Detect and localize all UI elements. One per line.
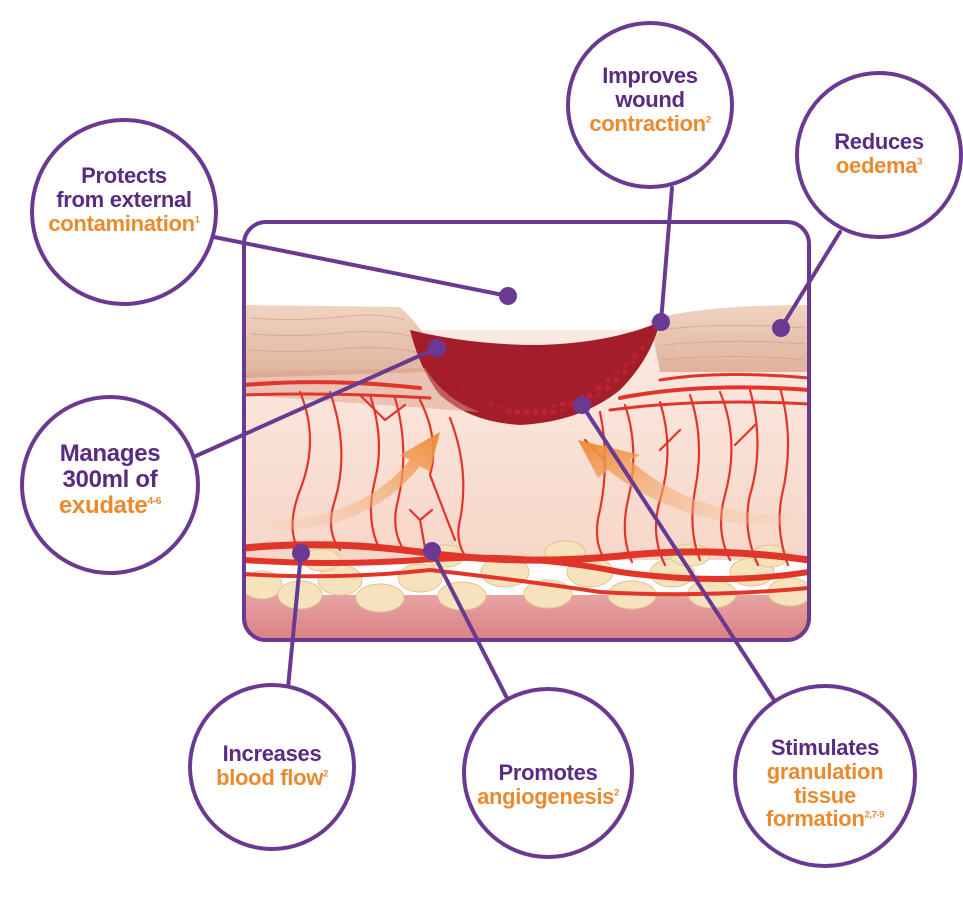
exudate-highlight-wrap: exudate4-6	[30, 493, 190, 519]
callout-bloodflow: Increases blood flow2	[196, 742, 348, 790]
granulation-highlight-wrap: formation2,7-9	[745, 807, 905, 831]
contamination-line2: from external	[34, 188, 214, 212]
callout-contraction: Improves wound contraction2	[574, 64, 726, 135]
exudate-line1: Manages	[30, 441, 190, 467]
exudate-highlight: exudate	[59, 492, 148, 519]
contraction-point-icon	[652, 313, 670, 331]
callout-oedema: Reduces oedema3	[805, 130, 953, 178]
oedema-highlight-wrap: oedema3	[805, 154, 953, 178]
contraction-line1: Improves	[574, 64, 726, 88]
callout-granulation: Stimulates granulation tissue formation2…	[745, 736, 905, 831]
granulation-highlight2: tissue	[745, 784, 905, 808]
oedema-highlight: oedema	[836, 153, 917, 178]
oedema-ref: 3	[917, 156, 922, 166]
granulation-point-icon	[573, 396, 591, 414]
exudate-line2: 300ml of	[30, 467, 190, 493]
angiogenesis-highlight: angiogenesis	[477, 784, 614, 809]
contamination-line1: Protects	[34, 164, 214, 188]
tissue-cross-section	[242, 222, 812, 645]
angiogenesis-line1: Promotes	[468, 761, 628, 785]
granulation-line1: Stimulates	[745, 736, 905, 760]
contamination-highlight-wrap: contamination1	[34, 212, 214, 236]
exudate-point-icon	[428, 339, 446, 357]
contraction-highlight-wrap: contraction2	[574, 112, 726, 136]
granulation-highlight3: formation	[766, 806, 865, 831]
granulation-highlight: granulation	[745, 760, 905, 784]
contamination-highlight: contamination	[48, 211, 194, 236]
contraction-highlight: contraction	[589, 111, 706, 136]
oedema-point-icon	[772, 319, 790, 337]
bloodflow-point-icon	[292, 544, 310, 562]
oedema-line1: Reduces	[805, 130, 953, 154]
contraction-line2: wound	[574, 88, 726, 112]
contamination-ref: 1	[195, 214, 200, 224]
bloodflow-ref: 2	[323, 768, 328, 778]
callout-angiogenesis: Promotes angiogenesis2	[468, 761, 628, 809]
bloodflow-line1: Increases	[196, 742, 348, 766]
protect-point-icon	[499, 287, 517, 305]
angiogenesis-point-icon	[423, 542, 441, 560]
callout-contamination: Protects from external contamination1	[34, 164, 214, 235]
exudate-ref: 4-6	[147, 496, 161, 507]
angiogenesis-ref: 2	[614, 787, 619, 797]
skin-right	[650, 305, 809, 372]
angiogenesis-highlight-wrap: angiogenesis2	[468, 785, 628, 809]
bloodflow-highlight-wrap: blood flow2	[196, 766, 348, 790]
bloodflow-highlight: blood flow	[216, 765, 323, 790]
callout-exudate: Manages 300ml of exudate4-6	[30, 441, 190, 519]
contraction-ref: 2	[706, 114, 711, 124]
skin-left	[244, 305, 430, 378]
granulation-ref: 2,7-9	[865, 810, 885, 820]
